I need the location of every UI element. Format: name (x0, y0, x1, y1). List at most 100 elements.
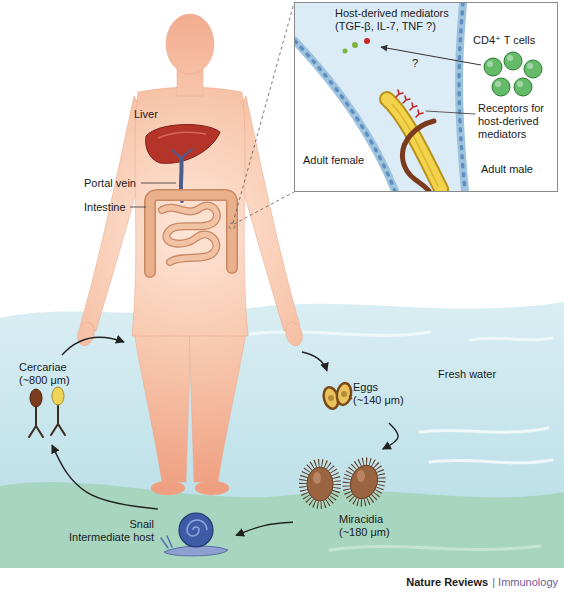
intestine (150, 195, 232, 272)
cercaria-picture (52, 387, 64, 405)
snail-picture (161, 513, 228, 556)
miracidium-picture (357, 470, 365, 482)
blood-vessel-detail (514, 78, 532, 96)
liver (158, 132, 206, 138)
blood-vessel-detail (487, 55, 533, 87)
blood-vessel-detail (459, 3, 465, 191)
liver (146, 125, 220, 164)
cercaria-picture (30, 389, 42, 407)
cell-label: CD4⁺ T cells (473, 34, 535, 47)
cycle-arrow (62, 337, 327, 371)
cycle-arrow (302, 352, 327, 371)
miracidium-picture (341, 456, 387, 507)
human-figure (189, 326, 247, 482)
fresh-water (0, 302, 564, 568)
organ-label: Portal vein (84, 177, 136, 190)
journal-section: | Immunology (492, 576, 558, 589)
liver (146, 125, 220, 164)
blood-vessel-detail (402, 121, 434, 191)
blood-vessel-detail (504, 52, 522, 70)
worm-label: Adult female (303, 154, 364, 167)
receptor-label: Receptors for host-derived mediators (478, 102, 544, 141)
organ-label: Intestine (84, 201, 126, 214)
zoom-line (233, 3, 294, 223)
fresh-water (250, 332, 552, 463)
egg-picture (321, 382, 352, 410)
panel-ground (294, 2, 558, 192)
blood-vessel-detail (507, 55, 513, 61)
blood-vessel-detail (381, 47, 481, 65)
magnified-panel: Host-derived mediators (TGF-β, IL-7, TNF… (294, 2, 558, 192)
egg-picture (337, 396, 352, 405)
stage-label: Snail Intermediate host (69, 518, 154, 544)
blood-vessel-detail (396, 90, 423, 117)
cercaria-picture (51, 405, 65, 435)
intestine (150, 195, 232, 272)
fresh-water (0, 482, 564, 568)
picture-slot (19, 387, 85, 439)
query-mark: ? (412, 57, 418, 70)
miracidium-picture (341, 456, 387, 507)
worm-label: Adult male (481, 163, 533, 176)
blood-vessel-detail (387, 90, 475, 191)
miracidium-picture (313, 472, 321, 484)
zoom-line (229, 3, 294, 229)
picture-slot (299, 455, 395, 513)
cycle-arrow (383, 423, 398, 449)
cycle-arrow (52, 445, 158, 509)
blood-vessel-detail (295, 41, 395, 191)
fresh-water (330, 546, 540, 550)
egg-picture (328, 395, 334, 401)
fresh-water (470, 338, 552, 340)
leader-line (130, 207, 146, 208)
portal-vein (172, 149, 192, 158)
blood-vessel-detail (295, 3, 542, 191)
snail-picture (187, 520, 207, 536)
cycle-arrow (62, 337, 124, 355)
blood-vessel-detail (392, 104, 438, 186)
human-figure (133, 326, 191, 482)
stage-label: Eggs (~140 μm) (353, 381, 404, 407)
blood-vessel-detail (524, 60, 542, 78)
cycle-arrow (236, 522, 293, 535)
intestine (150, 195, 232, 272)
credit-line: Nature Reviews| Immunology (406, 576, 558, 589)
snail-picture (161, 536, 172, 548)
miracidium-picture (303, 456, 387, 507)
leader-line (130, 183, 176, 207)
blood-vessel-detail (343, 49, 348, 54)
zoom-line (234, 192, 294, 224)
miracidium-picture (303, 463, 337, 505)
stage-label: Cercariae (~800 μm) (19, 361, 70, 387)
blood-vessel-detail (484, 58, 502, 76)
blood-vessel-detail (295, 3, 465, 191)
blood-vessel-detail (352, 42, 358, 48)
fresh-water (430, 460, 552, 463)
snail-picture (179, 513, 213, 547)
picture-slot (321, 377, 353, 417)
human-figure (132, 87, 248, 336)
fresh-water (420, 428, 548, 432)
organ-label: Liver (134, 108, 158, 121)
blood-vessel-detail (459, 3, 465, 191)
blood-vessel-detail (527, 63, 533, 69)
mediator-label: Host-derived mediators (TGF-β, IL-7, TNF… (335, 7, 449, 33)
human-figure (195, 481, 229, 495)
leader-line (141, 183, 176, 184)
blood-vessel-detail (487, 61, 493, 67)
intestine (162, 206, 217, 262)
blood-vessel-detail (295, 3, 465, 191)
human-figure (75, 320, 97, 347)
fresh-water (250, 332, 430, 336)
blood-vessel-detail (492, 78, 510, 96)
cercaria-stage: Cercariae (~800 μm) (16, 358, 88, 442)
egg-stage: Eggs (~140 μm) (318, 374, 407, 420)
miracidium-picture (346, 462, 382, 503)
human-figure (151, 481, 185, 495)
cercaria-picture (29, 387, 65, 437)
blood-vessel-detail (495, 81, 501, 87)
blood-vessel-detail (295, 41, 395, 191)
blood-vessel-detail (426, 111, 475, 114)
blood-vessel-detail (364, 38, 370, 44)
